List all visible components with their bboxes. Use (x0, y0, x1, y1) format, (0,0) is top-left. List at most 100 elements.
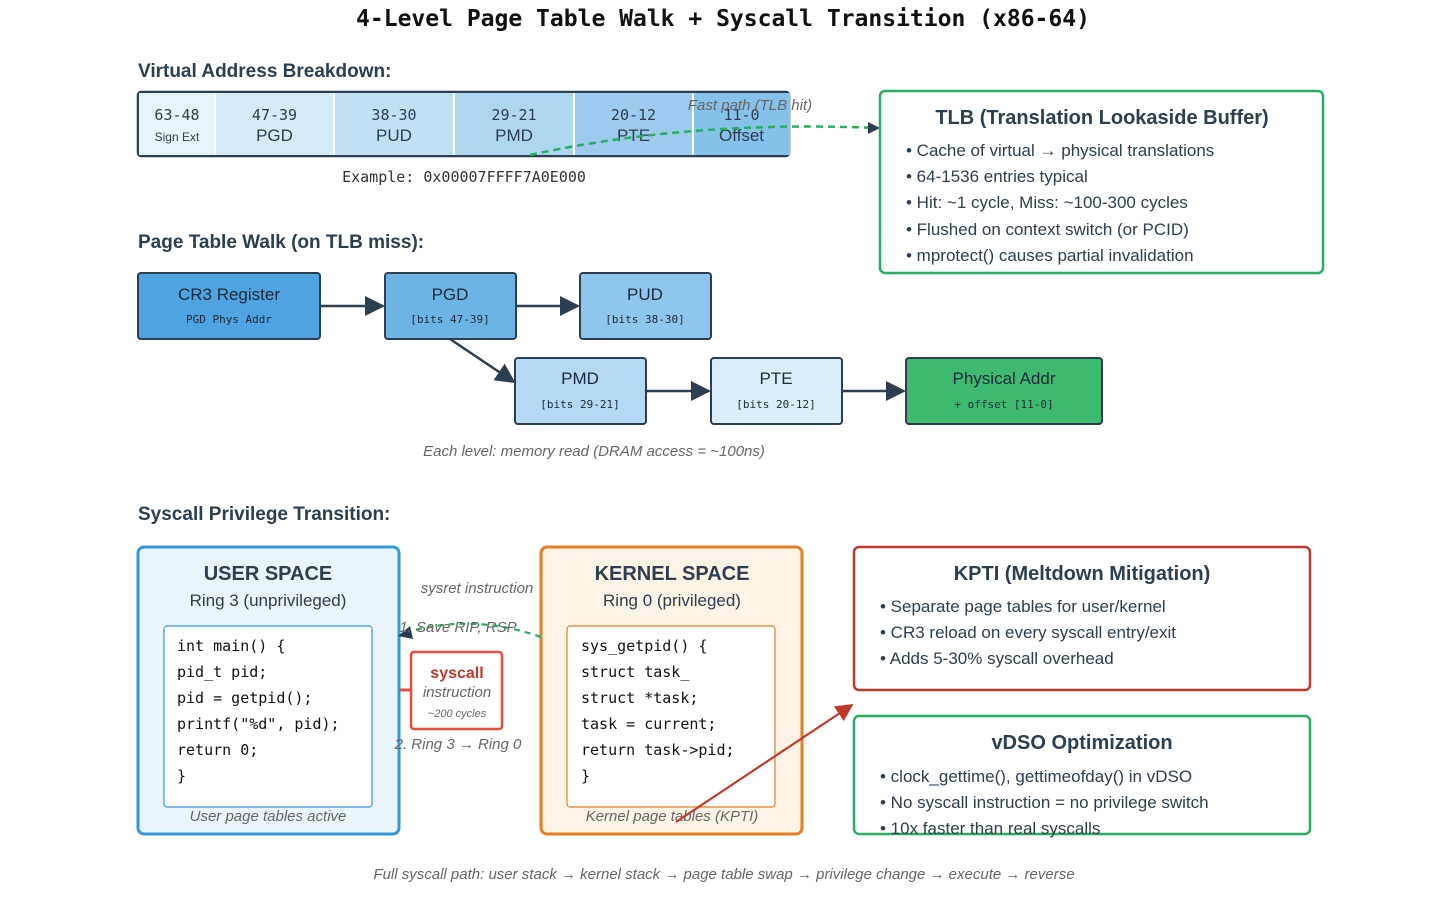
vdso-bullet: • 10x faster than real syscalls (880, 819, 1100, 838)
pte-label: PTE (759, 369, 792, 388)
pud-sub: [bits 38-30] (605, 313, 684, 326)
tlb-bullet: • mprotect() causes partial invalidation (906, 246, 1194, 265)
tlb-bullet: • Cache of virtual → physical translatio… (906, 141, 1214, 160)
code-line: sys_getpid() { (581, 637, 707, 655)
sysret-arrowhead (398, 626, 413, 639)
va-field-bits: 47-39 (252, 106, 297, 124)
diagram-title: 4-Level Page Table Walk + Syscall Transi… (356, 6, 1090, 32)
pmd-sub: [bits 29-21] (540, 398, 619, 411)
code-line: pid_t pid; (177, 663, 267, 681)
fast-path-arrow (529, 125, 879, 157)
kernel-space-footer: Kernel page tables (KPTI) (586, 808, 759, 825)
cr3-label: CR3 Register (178, 285, 280, 304)
va-field-name: Offset (719, 126, 764, 145)
va-field-cell (454, 93, 574, 155)
code-line: return 0; (177, 741, 258, 759)
va-field-name: PUD (376, 126, 412, 145)
pud-node (579, 272, 712, 340)
va-field-name: Sign Ext (155, 130, 200, 144)
code-line: } (581, 767, 590, 785)
kpti-box (852, 545, 1312, 692)
walk-note: Each level: memory read (DRAM access = ~… (423, 443, 765, 460)
pgd-label: PGD (432, 285, 469, 304)
tlb-bullet: • Hit: ~1 cycle, Miss: ~100-300 cycles (906, 193, 1188, 212)
tlb-box (878, 89, 1325, 275)
vdso-bullet: • clock_gettime(), gettimeofday() in vDS… (880, 767, 1192, 786)
fast-path-label: Fast path (TLB hit) (688, 97, 812, 114)
user-space-subtitle: Ring 3 (unprivileged) (190, 591, 347, 610)
phys-node (905, 357, 1103, 425)
syscall-instr-cycles: ~200 cycles (428, 708, 487, 720)
va-heading: Virtual Address Breakdown: (138, 61, 391, 82)
pmd-label: PMD (561, 369, 599, 388)
kpti-link-arrow (675, 704, 854, 823)
syscall-instr-label: instruction (423, 684, 491, 701)
va-field-bits: 63-48 (154, 106, 199, 124)
step-2-label: 2. Ring 3 → Ring 0 (394, 736, 522, 753)
sysret-arrow (400, 622, 542, 639)
tlb-bullet: • Flushed on context switch (or PCID) (906, 220, 1189, 239)
vdso-bullet: • No syscall instruction = no privilege … (880, 793, 1209, 812)
code-line: int main() { (177, 637, 285, 655)
code-line: return task->pid; (581, 741, 735, 759)
code-line: struct task_ (581, 663, 690, 681)
va-field-bits: 20-12 (611, 106, 656, 124)
va-example: Example: 0x00007FFFF7A0E000 (342, 168, 586, 186)
walk-heading: Page Table Walk (on TLB miss): (138, 232, 424, 253)
syscall-heading: Syscall Privilege Transition: (138, 504, 390, 525)
syscall-instr-box (409, 650, 504, 731)
va-field-name: PGD (256, 126, 293, 145)
va-field-name: PTE (617, 126, 650, 145)
tlb-title: TLB (Translation Lookaside Buffer) (935, 107, 1268, 129)
syscall-instr-name: syscall (430, 665, 483, 682)
vdso-title: vDSO Optimization (991, 732, 1172, 754)
va-field-name: PMD (495, 126, 533, 145)
tlb-bullet: • 64-1536 entries typical (906, 167, 1088, 186)
va-field-bits: 11-0 (723, 106, 759, 124)
kernel-space-subtitle: Ring 0 (privileged) (603, 591, 741, 610)
syscall-footer: Full syscall path: user stack → kernel s… (373, 866, 1074, 883)
kernel-space-title: KERNEL SPACE (595, 563, 750, 585)
arrow-pgd-pmd (449, 337, 516, 384)
cr3-sub: PGD Phys Addr (186, 313, 272, 326)
pgd-sub: [bits 47-39] (410, 313, 489, 326)
va-field-cell (693, 93, 790, 155)
vdso-box (852, 714, 1312, 836)
code-line: struct *task; (581, 689, 698, 707)
pmd-node (514, 357, 647, 425)
code-line: pid = getpid(); (177, 689, 312, 707)
va-field-bits: 29-21 (491, 106, 536, 124)
kernel-code: sys_getpid() { struct task_struct *task; t… (581, 637, 735, 785)
code-line: task = current; (581, 715, 716, 733)
user-space-footer: User page tables active (190, 808, 347, 825)
phys-label: Physical Addr (953, 369, 1056, 388)
user-space-title: USER SPACE (204, 563, 333, 585)
user-code: int main() { pid_t pid; pid = getpid(); pri… (177, 637, 340, 785)
cr3-node (137, 272, 321, 340)
code-line: } (177, 767, 186, 785)
pgd-node (384, 272, 517, 340)
sysret-label: sysret instruction (421, 580, 534, 597)
pud-label: PUD (627, 285, 663, 304)
kpti-bullet: • CR3 reload on every syscall entry/exit (880, 623, 1176, 642)
code-line: printf("%d", pid); (177, 715, 340, 733)
va-field-cell (215, 93, 334, 155)
va-field-bits: 38-30 (371, 106, 416, 124)
kpti-title: KPTI (Meltdown Mitigation) (954, 563, 1211, 585)
pte-node (710, 357, 843, 425)
phys-sub: + offset [11-0] (954, 398, 1053, 411)
kpti-bullet: • Separate page tables for user/kernel (880, 597, 1166, 616)
va-field-cell (574, 93, 693, 155)
step-1-label: 1. Save RIP, RSP (399, 619, 516, 636)
va-field-cell (139, 93, 215, 155)
fast-path-arrowhead (868, 122, 880, 134)
